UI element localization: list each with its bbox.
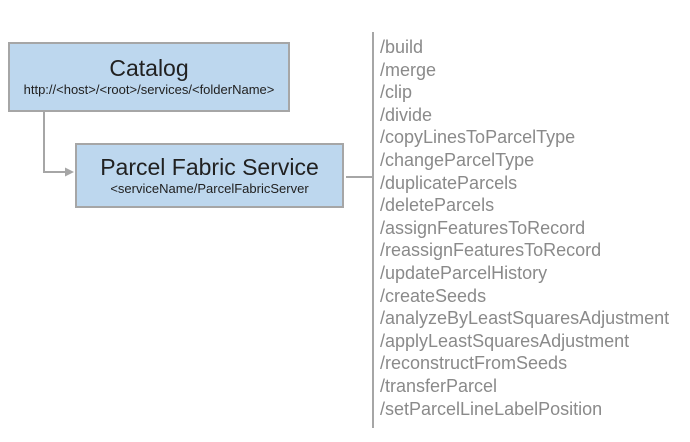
endpoint-item: /divide xyxy=(380,104,433,125)
endpoint-item: /setParcelLineLabelPosition xyxy=(380,398,603,419)
endpoint-item: /duplicateParcels xyxy=(380,172,518,193)
endpoint-item: /assignFeaturesToRecord xyxy=(380,217,586,238)
endpoint-item: /reconstructFromSeeds xyxy=(380,353,568,374)
service-box-title: Parcel Fabric Service xyxy=(100,153,319,180)
endpoint-item: /updateParcelHistory xyxy=(380,262,548,283)
endpoint-item: /applyLeastSquaresAdjustment xyxy=(380,330,630,351)
endpoint-item: /changeParcelType xyxy=(380,149,535,170)
endpoint-item: /analyzeByLeastSquaresAdjustment xyxy=(380,308,670,329)
parcel-fabric-service-box: Parcel Fabric Service <serviceName/Parce… xyxy=(75,143,344,208)
endpoint-item: /merge xyxy=(380,59,437,80)
endpoint-item: /transferParcel xyxy=(380,375,498,396)
endpoint-item: /reassignFeaturesToRecord xyxy=(380,240,602,261)
endpoint-item: /copyLinesToParcelType xyxy=(380,127,576,148)
arrowhead-icon xyxy=(65,167,74,177)
endpoint-item: /clip xyxy=(380,82,413,103)
endpoint-item: /deleteParcels xyxy=(380,195,495,216)
catalog-box-title: Catalog xyxy=(109,55,189,82)
endpoint-item: /build xyxy=(380,37,424,57)
catalog-box: Catalog http://<host>/<root>/services/<f… xyxy=(8,42,290,112)
service-box-url: <serviceName/ParcelFabricServer xyxy=(110,180,309,196)
catalog-box-url: http://<host>/<root>/services/<folderNam… xyxy=(23,82,275,98)
endpoint-list: /build/merge/clip/divide/copyLinesToParc… xyxy=(380,36,688,420)
endpoint-item: /createSeeds xyxy=(380,285,487,306)
catalog-to-service-connector xyxy=(43,112,65,173)
